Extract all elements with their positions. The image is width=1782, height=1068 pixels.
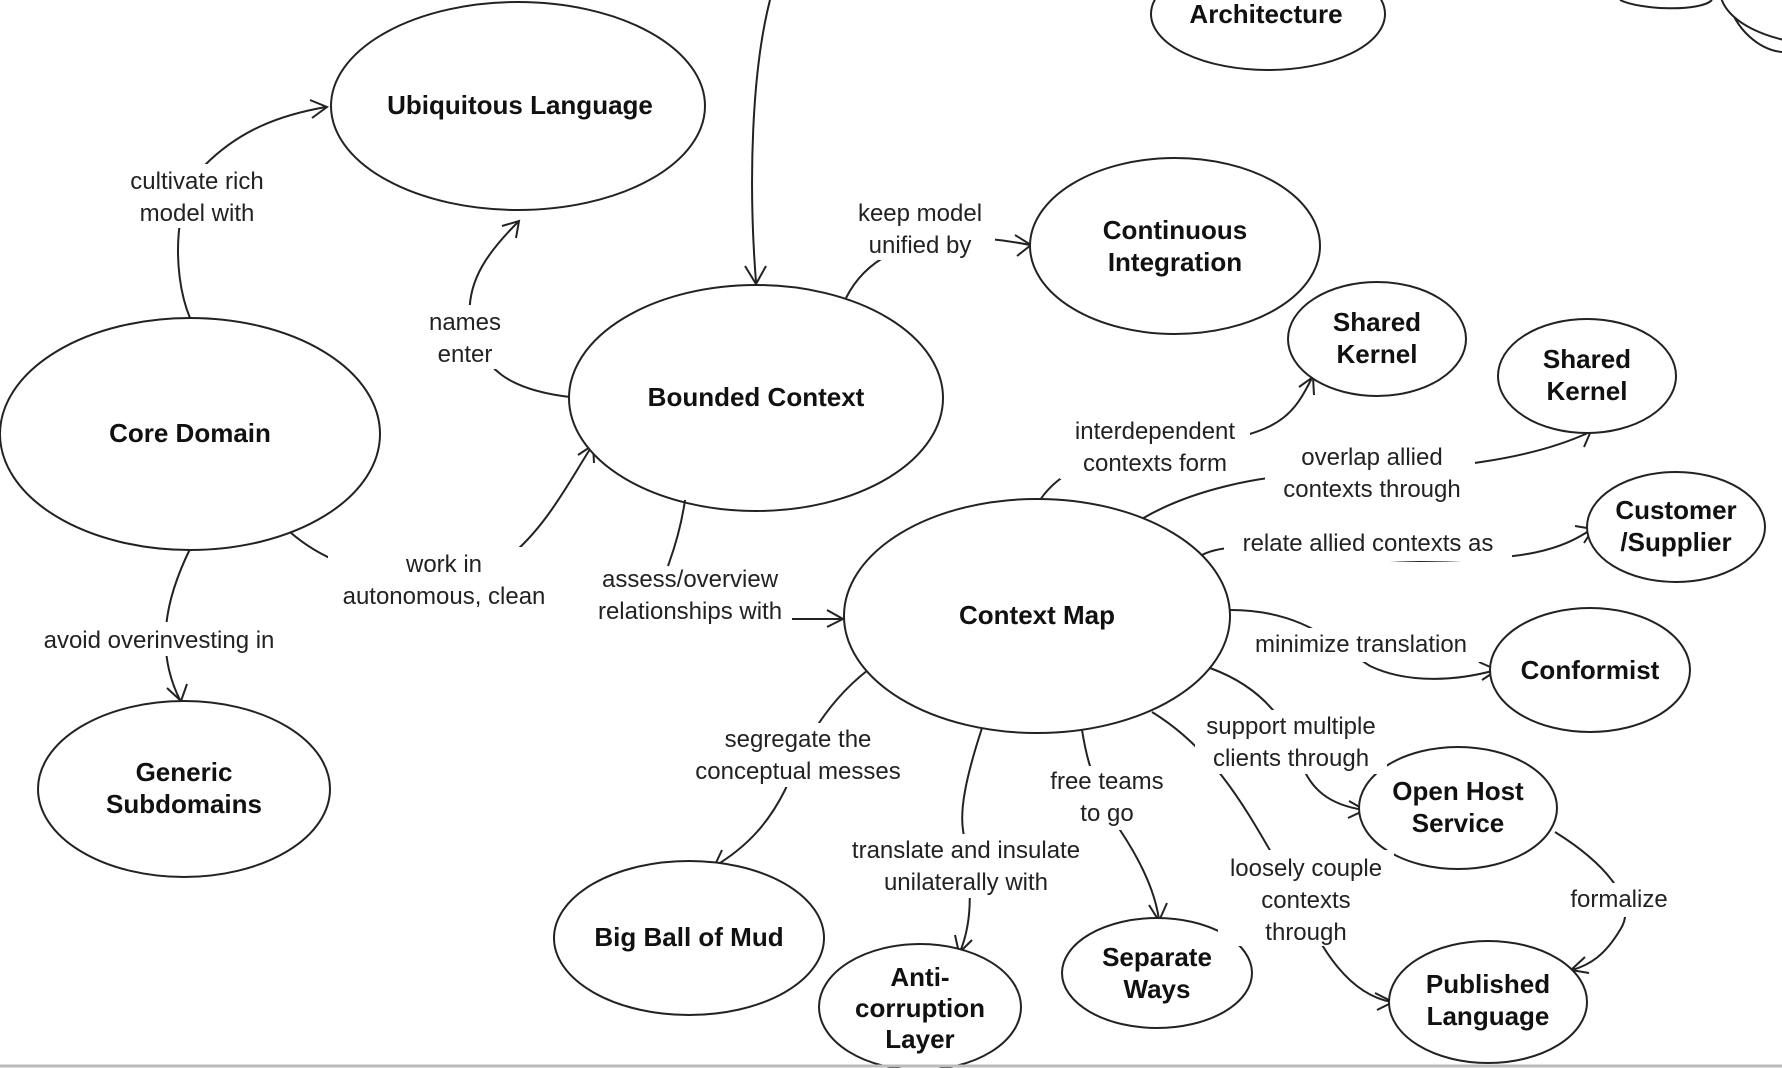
- node-anticorruption-layer-label-3: Layer: [885, 1024, 954, 1054]
- label-formalize-line-1: formalize: [1570, 886, 1667, 913]
- label-support: support multiple clients through: [1195, 710, 1387, 774]
- label-interdependent-line-2: contexts form: [1083, 450, 1227, 477]
- label-minimize-line-1: minimize translation: [1255, 631, 1467, 658]
- edge-top-to-bounded-context: [744, 0, 771, 286]
- label-translate: translate and insulate unilaterally with: [833, 834, 1098, 898]
- node-separate-ways-label-1: Separate: [1102, 942, 1212, 972]
- node-architecture: Architecture: [1150, 0, 1386, 71]
- label-cultivate-line-2: model with: [140, 200, 255, 227]
- node-customer-supplier-label-2: /Supplier: [1620, 527, 1731, 557]
- label-cultivate-line-1: cultivate rich: [130, 168, 263, 195]
- node-ubiquitous-language-label: Ubiquitous Language: [387, 90, 653, 120]
- node-generic-subdomains: Generic Subdomains: [37, 700, 331, 878]
- node-big-ball-of-mud: Big Ball of Mud: [553, 860, 825, 1016]
- label-cultivate: cultivate rich model with: [115, 164, 280, 228]
- node-separate-ways-label-2: Ways: [1124, 974, 1191, 1004]
- label-keep-unified-line-1: keep model: [858, 200, 982, 227]
- label-avoid: avoid overinvesting in: [25, 622, 293, 656]
- node-top-right-partial: [1720, 0, 1782, 41]
- label-free-teams-line-2: to go: [1080, 800, 1133, 827]
- node-anticorruption-layer-label-1: Anti-: [890, 962, 949, 992]
- edge-labels: cultivate rich model with names enter ke…: [25, 164, 1678, 946]
- node-open-host-service: Open Host Service: [1358, 746, 1558, 870]
- node-shared-kernel-1: Shared Kernel: [1287, 281, 1467, 397]
- label-free-teams-line-1: free teams: [1050, 768, 1163, 795]
- label-keep-unified-line-2: unified by: [869, 232, 972, 259]
- label-translate-line-2: unilaterally with: [884, 869, 1048, 896]
- label-loosely-line-2: contexts: [1261, 887, 1350, 914]
- label-keep-unified: keep model unified by: [845, 196, 995, 260]
- node-published-language-label-2: Language: [1427, 1001, 1550, 1031]
- label-support-line-2: clients through: [1213, 745, 1369, 772]
- node-bounded-context-label: Bounded Context: [648, 382, 865, 412]
- node-continuous-integration-label-1: Continuous: [1103, 215, 1247, 245]
- node-conformist: Conformist: [1489, 607, 1691, 733]
- node-open-host-service-label-2: Service: [1412, 808, 1505, 838]
- label-minimize: minimize translation: [1238, 628, 1488, 662]
- edge-assess-overview: [667, 499, 846, 628]
- label-work-in-line-2: autonomous, clean: [343, 583, 546, 610]
- label-work-in: work in autonomous, clean: [328, 547, 560, 611]
- node-customer-supplier-label-1: Customer: [1615, 495, 1736, 525]
- label-relate-line-1: relate allied contexts as: [1243, 530, 1494, 557]
- node-continuous-integration: Continuous Integration: [1029, 157, 1321, 335]
- label-overlap-line-1: overlap allied: [1301, 444, 1442, 471]
- label-overlap: overlap allied contexts through: [1265, 442, 1475, 506]
- node-shared-kernel-1-label-1: Shared: [1333, 307, 1421, 337]
- label-assess: assess/overview relationships with: [585, 560, 795, 626]
- node-context-map-label: Context Map: [959, 600, 1115, 630]
- label-loosely: loosely couple contexts through: [1218, 850, 1394, 946]
- node-open-host-service-label-1: Open Host: [1392, 776, 1524, 806]
- label-segregate-line-2: conceptual messes: [695, 758, 900, 785]
- node-context-map: Context Map: [843, 498, 1231, 734]
- label-formalize: formalize: [1560, 883, 1678, 917]
- label-segregate-line-1: segregate the: [725, 726, 872, 753]
- node-customer-supplier: Customer /Supplier: [1586, 471, 1766, 583]
- node-conformist-label: Conformist: [1521, 655, 1660, 685]
- node-anticorruption-layer-label-2: corruption: [855, 993, 985, 1023]
- label-names-enter-line-1: names: [429, 309, 501, 336]
- label-assess-line-1: assess/overview: [602, 566, 779, 593]
- node-published-language-label-1: Published: [1426, 969, 1550, 999]
- label-support-line-1: support multiple: [1206, 713, 1375, 740]
- label-avoid-line-1: avoid overinvesting in: [44, 627, 275, 654]
- node-anticorruption-layer: Anti- corruption Layer: [818, 943, 1022, 1068]
- label-interdependent-line-1: interdependent: [1075, 418, 1235, 445]
- node-generic-subdomains-label-2: Subdomains: [106, 789, 262, 819]
- label-assess-line-2: relationships with: [598, 598, 782, 625]
- node-shared-kernel-2-label-1: Shared: [1543, 344, 1631, 374]
- node-continuous-integration-label-2: Integration: [1108, 247, 1242, 277]
- node-separate-ways: Separate Ways: [1061, 917, 1253, 1029]
- node-core-domain-label: Core Domain: [109, 418, 271, 448]
- node-shared-kernel-1-label-2: Kernel: [1337, 339, 1418, 369]
- node-generic-subdomains-label-1: Generic: [136, 757, 233, 787]
- label-free-teams: free teams to go: [1040, 766, 1175, 830]
- label-interdependent: interdependent contexts form: [1060, 415, 1250, 479]
- node-shared-kernel-2: Shared Kernel: [1497, 318, 1677, 434]
- node-core-domain: Core Domain: [0, 317, 381, 551]
- label-overlap-line-2: contexts through: [1283, 476, 1460, 503]
- label-names-enter-line-2: enter: [438, 341, 493, 368]
- label-loosely-line-3: through: [1265, 919, 1346, 946]
- node-big-ball-of-mud-label: Big Ball of Mud: [594, 922, 783, 952]
- node-shared-kernel-2-label-2: Kernel: [1547, 376, 1628, 406]
- label-loosely-line-1: loosely couple: [1230, 855, 1382, 882]
- label-work-in-line-1: work in: [405, 551, 482, 578]
- node-published-language: Published Language: [1388, 940, 1588, 1064]
- label-translate-line-1: translate and insulate: [852, 837, 1080, 864]
- node-bounded-context: Bounded Context: [568, 284, 944, 512]
- node-architecture-label: Architecture: [1189, 0, 1342, 29]
- node-ubiquitous-language: Ubiquitous Language: [330, 1, 706, 211]
- label-relate: relate allied contexts as: [1224, 527, 1512, 561]
- label-names-enter: names enter: [418, 305, 514, 369]
- label-segregate: segregate the conceptual messes: [680, 723, 915, 787]
